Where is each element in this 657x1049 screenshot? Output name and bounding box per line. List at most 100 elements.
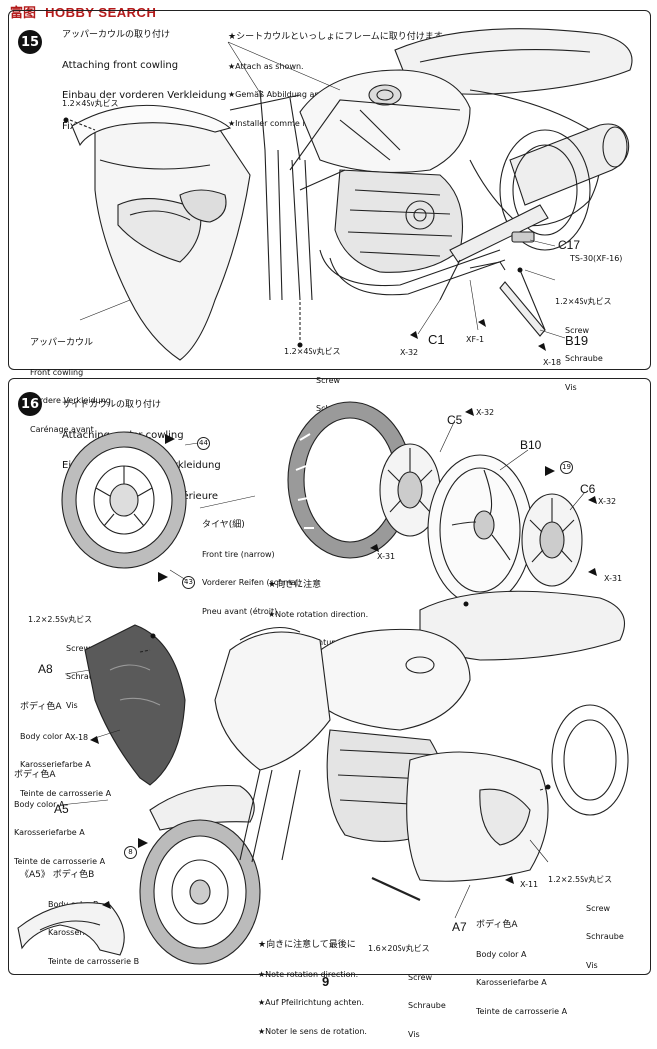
tire-en: Front tire (narrow) [202, 549, 275, 559]
part-c5: C5 [447, 413, 463, 427]
rotation2-jp: ★向きに注意して最後に [258, 940, 356, 950]
watermark-en: HOBBY SEARCH [45, 5, 157, 20]
step15-title-de: Einbau der vorderen Verkleidung [62, 90, 227, 101]
step16-title-fr: Fixation du carénage inférieure [62, 490, 219, 502]
screw-en: Screw [408, 972, 433, 982]
step15-cowling-label: アッパーカウル Front cowling Vordere Verkleidun… [30, 320, 111, 444]
step15-note-jp: ★シートカウルといっしょにフレームに取り付けます。 [228, 32, 451, 42]
colorB-jp: 《A5》 ボディ色B [20, 870, 139, 881]
cowling-en: Front cowling [30, 367, 84, 377]
colorB-de: Karosseriefarbe B [48, 928, 119, 937]
screw-de: Schraube [565, 354, 603, 363]
part-x18-15: X-18 [543, 358, 562, 367]
colorB-fr: Teinte de carrosserie B [48, 956, 140, 966]
screw-fr: Vis [565, 382, 577, 392]
step16-number: 16 [18, 392, 42, 416]
colorA3-de: Karosseriefarbe A [476, 978, 547, 987]
colorA3-jp: ボディ色A [476, 920, 518, 930]
cowling-de: Vordere Verkleidung [30, 396, 111, 405]
screw-de: Schraube [408, 1001, 446, 1010]
step16-screw-b-label: 1.2×2.5㏜丸ビス Screw Schraube Vis [548, 856, 624, 980]
screw-en: Screw [66, 643, 91, 653]
tire-de: Vorderer Reifen (schmal) [202, 578, 302, 587]
screw-de: Schraube [586, 932, 624, 941]
step16-color-b: 《A5》 ボディ色B Body color B Karosseriefarbe … [20, 852, 139, 976]
colorA1-jp: ボディ色A [20, 702, 62, 712]
tire-fr: Pneu avant (étroit) [202, 606, 278, 616]
step15-note: ★シートカウルといっしょにフレームに取り付けます。 ★Attach as sho… [228, 14, 451, 138]
part-b10: B10 [520, 438, 542, 452]
part-ts30: TS-30(XF-16) [570, 254, 623, 263]
part-x32-c5: X-32 [476, 408, 495, 417]
part-a7: A7 [452, 920, 467, 934]
step16-screw-c-label: 1.6×20㏜丸ビス Screw Schraube Vis [368, 925, 446, 1049]
step15-screw1-label: 1.2×4㏜丸ビス Screw Schraube Vis [62, 80, 136, 204]
rotation2-en: ★Note rotation direction. [258, 969, 359, 979]
colorB-jp-text: ボディ色B [52, 870, 95, 880]
part-c1: C1 [428, 332, 445, 347]
step16-panel [8, 378, 651, 975]
screw-en: Screw [316, 375, 341, 385]
part-b19: B19 [565, 333, 589, 348]
part-c6: C6 [580, 482, 596, 496]
cowling-fr: Carénage avant [30, 424, 94, 434]
step15-title-en: Attaching front cowling [62, 59, 179, 71]
step15-note-en: ★Attach as shown. [228, 61, 304, 71]
step15-note-fr: ★Installer comme indiqué. [228, 118, 335, 128]
part-a5-ref: 《A5》 [20, 870, 50, 880]
part-a5: A5 [54, 802, 69, 816]
ref-8: 8 [124, 846, 137, 859]
cowling-jp: アッパーカウル [30, 338, 94, 348]
step16-title-jp: サイドカウルの取り付け [62, 400, 162, 410]
colorA2-de: Karosseriefarbe A [14, 828, 85, 837]
screw-size: 1.6×20㏜丸ビス [368, 944, 430, 953]
step16-rotation-note-2: ★向きに注意して最後に ★Note rotation direction. ★A… [258, 922, 367, 1046]
screw-size: 1.2×4㏜丸ビス [555, 297, 612, 306]
screw-size: 1.2×4㏜丸ビス [62, 99, 119, 108]
part-x31-b: X-31 [604, 574, 623, 583]
screw-size: 1.2×2.5㏜丸ビス [28, 615, 93, 624]
colorB-en: Body color B [48, 899, 99, 909]
rotation1-jp: ★向きに注意 [268, 580, 322, 590]
screw-de: Schraube [98, 156, 136, 165]
step15-note-de: ★Gemäß Abbildung anbringen. [228, 90, 353, 99]
colorA2-jp: ボディ色A [14, 770, 56, 780]
watermark-cn: 富图 [10, 6, 37, 21]
step15-title-jp: アッパーカウルの取り付け [62, 30, 171, 40]
part-x11: X-11 [520, 880, 539, 889]
screw-en: Screw [98, 127, 123, 137]
part-x18-16: X-18 [70, 733, 89, 742]
colorA3-en: Body color A [476, 949, 527, 959]
page-number: 9 [322, 974, 330, 989]
tire-jp: タイヤ(細) [202, 520, 245, 530]
step15-number: 15 [18, 30, 42, 54]
step16-rotation-note-1: ★向きに注意 ★Note rotation direction. ★Auf Pf… [268, 562, 377, 686]
screw-fr: Vis [586, 960, 598, 970]
colorA3-fr: Teinte de carrosserie A [476, 1006, 568, 1016]
step15-panel [8, 10, 651, 370]
part-x32-c6: X-32 [598, 497, 617, 506]
rotation1-fr: ★Noter le sens de rotation. [268, 666, 377, 676]
ref-19: 19 [560, 461, 573, 474]
screw-en: Screw [565, 325, 590, 335]
screw-size: 1.2×2.5㏜丸ビス [548, 875, 613, 884]
screw-size: 1.2×4㏜丸ビス [284, 347, 341, 356]
step15-screw3-label: 1.2×4㏜丸ビス Screw Schraube Vis [555, 278, 612, 402]
part-c17: C17 [558, 238, 581, 252]
watermark: 富图 HOBBY SEARCH [10, 2, 156, 21]
colorA1-en: Body color A [20, 731, 71, 741]
screw-fr: Vis [98, 184, 110, 194]
screw-en: Screw [586, 903, 611, 913]
part-xf1: XF-1 [466, 335, 485, 344]
rotation2-fr: ★Noter le sens de rotation. [258, 1026, 367, 1036]
step16-title-de: Einbau der unteren Verkleidung [62, 460, 221, 471]
part-a8: A8 [38, 662, 53, 676]
part-x32-15: X-32 [400, 348, 419, 357]
rotation1-en: ★Note rotation direction. [268, 609, 369, 619]
ref-43: 43 [182, 576, 195, 589]
rotation2-de: ★Auf Pfeilrichtung achten. [258, 998, 365, 1007]
ref-44: 44 [197, 437, 210, 450]
rotation1-de: ★Auf Pfeilrichtung achten. [268, 638, 375, 647]
part-x31-a: X-31 [377, 552, 396, 561]
part-ts26: TS-26 [452, 610, 476, 619]
